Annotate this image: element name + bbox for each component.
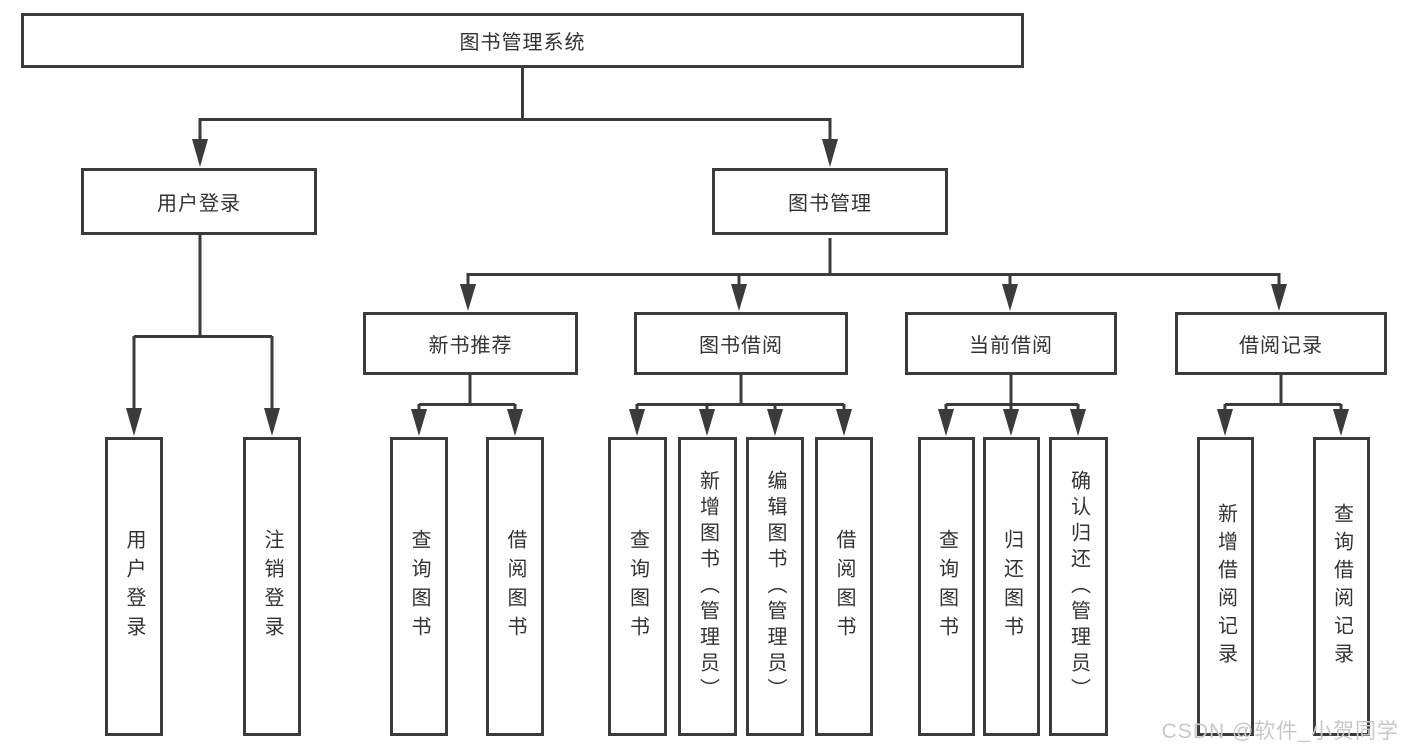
leaf-query-borrow-record-label: 查询借阅记录 (1330, 502, 1353, 671)
leaf-return-books-label: 归还图书 (1000, 528, 1023, 645)
leaf-confirm-return-admin-label: 确认归还（管理员） (1067, 469, 1090, 704)
node-book-borrowing: 图书借阅 (634, 312, 848, 375)
leaf-query-books-2-label: 查询图书 (626, 528, 649, 645)
leaf-query-borrow-record: 查询借阅记录 (1313, 437, 1370, 736)
leaf-logout: 注销登录 (243, 437, 301, 736)
node-borrowing-records-label: 借阅记录 (1239, 335, 1323, 357)
leaf-add-books-admin-label: 新增图书（管理员） (696, 469, 719, 704)
leaf-query-books-1-label: 查询图书 (408, 528, 430, 645)
leaf-edit-books-admin-label: 编辑图书（管理员） (764, 469, 786, 704)
leaf-borrow-books-1-label: 借阅图书 (504, 528, 526, 645)
node-user-login-module-label: 用户登录 (157, 193, 241, 215)
node-library-management-system: 图书管理系统 (21, 13, 1024, 68)
leaf-edit-books-admin: 编辑图书（管理员） (746, 437, 804, 736)
leaf-borrow-books-2-label: 借阅图书 (833, 528, 855, 645)
leaf-confirm-return-admin: 确认归还（管理员） (1049, 437, 1108, 736)
leaf-borrow-books-1: 借阅图书 (486, 437, 544, 736)
node-new-book-recommendation-label: 新书推荐 (428, 335, 513, 357)
leaf-borrow-books-2: 借阅图书 (815, 437, 873, 736)
leaf-query-books-1: 查询图书 (390, 437, 448, 736)
node-new-book-recommendation: 新书推荐 (363, 312, 578, 375)
leaf-logout-label: 注销登录 (261, 528, 283, 645)
node-borrowing-records: 借阅记录 (1175, 312, 1387, 375)
leaf-user-login: 用户登录 (105, 437, 163, 736)
node-current-borrowing-label: 当前借阅 (969, 335, 1053, 357)
node-book-borrowing-label: 图书借阅 (699, 335, 783, 357)
leaf-add-borrow-record: 新增借阅记录 (1197, 437, 1254, 736)
leaf-add-borrow-record-label: 新增借阅记录 (1214, 502, 1237, 671)
csdn-watermark: CSDN @软件_小贺同学 (1161, 720, 1399, 743)
arrowheads (126, 139, 1349, 436)
leaf-return-books: 归还图书 (983, 437, 1040, 736)
node-book-management-module: 图书管理 (712, 168, 948, 235)
leaf-query-books-3: 查询图书 (918, 437, 975, 736)
leaf-query-books-2: 查询图书 (608, 437, 667, 736)
leaf-add-books-admin: 新增图书（管理员） (678, 437, 737, 736)
leaf-query-books-3-label: 查询图书 (935, 528, 958, 645)
node-library-management-system-label: 图书管理系统 (459, 32, 586, 54)
node-book-management-module-label: 图书管理 (788, 193, 872, 215)
leaf-user-login-label: 用户登录 (123, 528, 145, 645)
node-user-login-module: 用户登录 (81, 168, 317, 235)
node-current-borrowing: 当前借阅 (905, 312, 1117, 375)
